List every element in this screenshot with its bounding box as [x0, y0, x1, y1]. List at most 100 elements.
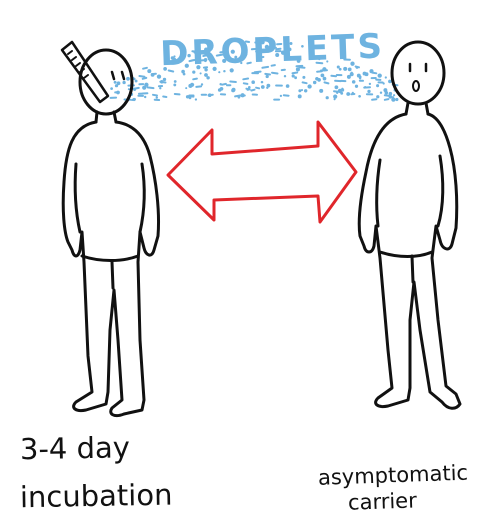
droplet: [393, 94, 395, 96]
droplet: [255, 72, 261, 73]
droplet: [334, 98, 336, 100]
droplet: [128, 88, 130, 90]
droplet: [187, 54, 190, 57]
droplet: [293, 73, 298, 74]
droplet: [133, 98, 136, 101]
left-caption-line2: incubation: [20, 478, 173, 515]
droplet: [235, 96, 240, 97]
droplet: [324, 69, 326, 71]
droplet: [395, 98, 398, 101]
left-caption-line1: 3-4 day: [20, 430, 131, 466]
droplet: [331, 76, 336, 77]
droplet: [276, 49, 280, 50]
right-caption-line1: asymptomatic: [318, 461, 469, 490]
droplet: [208, 93, 212, 97]
droplet: [203, 55, 208, 56]
droplet: [262, 67, 268, 68]
droplet: [230, 68, 234, 72]
droplet: [153, 95, 157, 96]
droplet: [340, 92, 343, 95]
droplet: [369, 83, 371, 85]
droplet: [133, 88, 139, 89]
droplet: [157, 74, 161, 78]
droplet: [301, 89, 303, 91]
droplet: [303, 82, 307, 83]
droplet: [272, 47, 276, 48]
droplet: [297, 59, 301, 63]
droplet: [317, 63, 323, 64]
droplet: [343, 67, 347, 71]
droplet: [389, 92, 393, 96]
droplet: [192, 70, 195, 73]
droplet: [148, 87, 154, 88]
droplet: [261, 81, 264, 84]
droplet: [143, 78, 147, 79]
droplet: [358, 95, 361, 98]
droplet: [222, 59, 226, 63]
droplet: [173, 55, 175, 57]
droplet: [307, 84, 311, 88]
droplet: [110, 87, 113, 90]
droplet: [292, 74, 295, 77]
droplet: [160, 82, 165, 83]
droplet: [222, 84, 226, 85]
droplet: [185, 87, 187, 89]
droplet: [265, 45, 269, 49]
droplet: [251, 90, 254, 91]
droplet: [339, 68, 342, 71]
droplet: [210, 44, 214, 48]
droplet: [385, 99, 389, 100]
droplet: [298, 94, 302, 98]
droplet: [247, 63, 250, 64]
droplet: [284, 75, 286, 77]
droplet: [286, 84, 290, 88]
droplet: [172, 58, 176, 62]
droplet: [246, 89, 249, 90]
droplet: [126, 77, 130, 81]
droplet: [241, 96, 244, 97]
droplet: [114, 81, 117, 84]
droplet: [372, 73, 376, 74]
droplet: [190, 60, 194, 61]
droplet: [156, 96, 158, 98]
droplet: [337, 65, 340, 68]
droplet: [294, 58, 297, 59]
droplet: [372, 99, 376, 100]
droplet: [272, 73, 278, 74]
droplet: [364, 86, 366, 88]
droplet: [197, 50, 200, 53]
droplet: [392, 96, 394, 98]
droplet: [346, 92, 350, 96]
droplet: [356, 66, 359, 69]
droplet: [213, 67, 217, 71]
droplet: [232, 88, 236, 92]
droplet: [218, 71, 220, 73]
droplet: [326, 60, 328, 62]
droplet: [256, 47, 258, 49]
droplet: [348, 68, 352, 72]
droplet: [204, 68, 207, 71]
droplet: [117, 81, 121, 85]
droplet: [357, 74, 361, 78]
droplet: [240, 62, 242, 64]
right-caption: asymptomatic carrier: [318, 461, 469, 515]
droplet: [376, 84, 379, 87]
droplet: [208, 57, 211, 60]
droplet: [193, 51, 196, 54]
droplet: [288, 48, 292, 52]
droplet: [290, 42, 293, 45]
droplet: [351, 72, 353, 74]
droplet: [243, 52, 247, 56]
droplet: [185, 64, 189, 68]
droplet: [246, 42, 249, 43]
droplet: [315, 77, 319, 81]
droplet: [335, 85, 339, 89]
droplet: [367, 90, 370, 93]
droplet: [219, 83, 221, 85]
droplet: [378, 73, 382, 77]
droplet: [355, 85, 358, 88]
droplet: [218, 88, 222, 92]
droplet: [193, 79, 197, 80]
droplet: [204, 48, 208, 52]
